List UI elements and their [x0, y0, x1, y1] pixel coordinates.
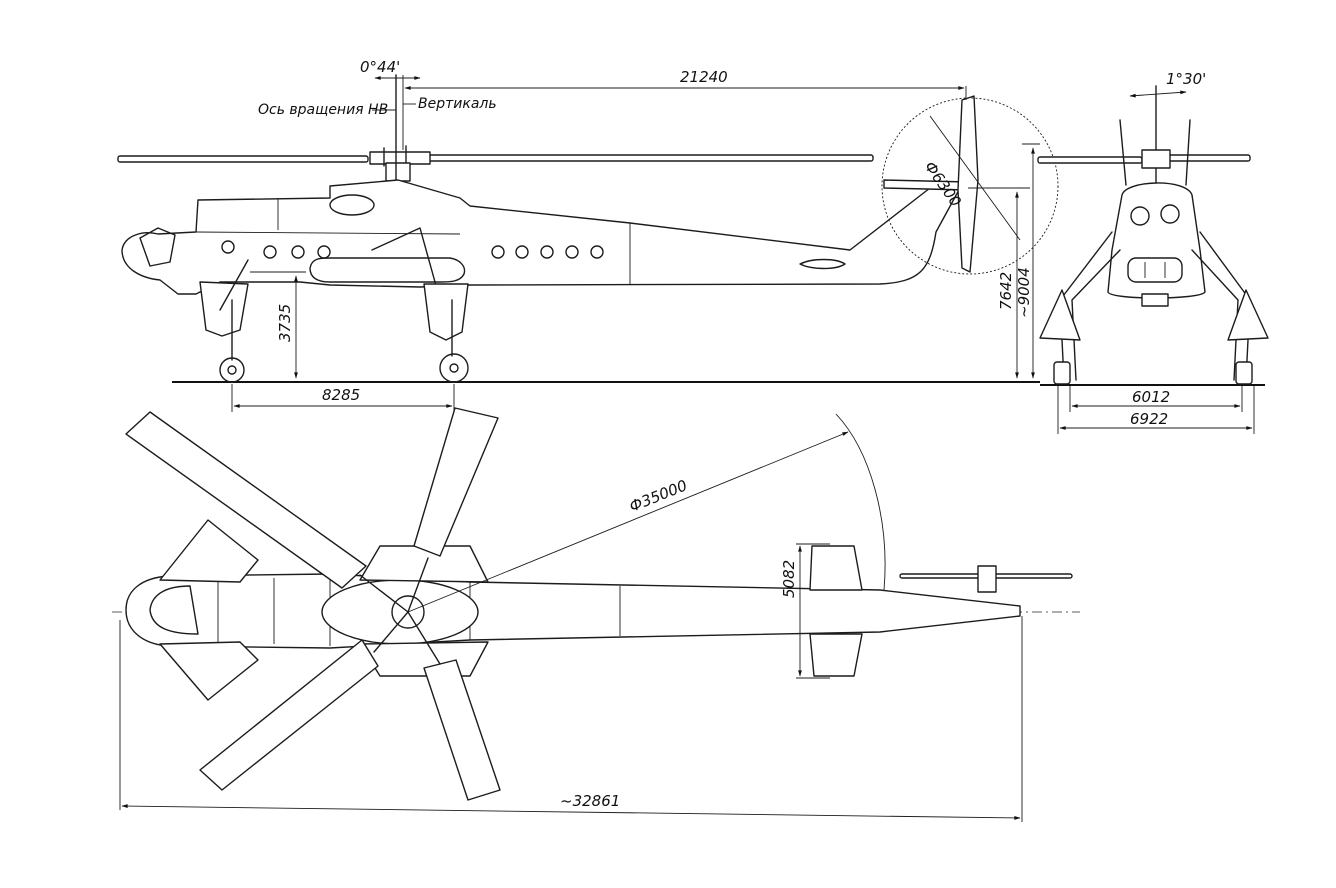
gear-height-text: 3735 [276, 304, 294, 342]
dim-rotor-to-tail: 21240 [404, 68, 967, 100]
wheelbase-text: 8285 [322, 386, 360, 404]
dim-heights: 7642 ~9004 [968, 143, 1040, 379]
overall-length-text: ~32861 [560, 792, 620, 810]
dim-wheelbase: 8285 [231, 384, 455, 412]
side-main-rotor [117, 145, 874, 182]
dim-rotor-tilt-side: 0°44' [360, 58, 421, 80]
track-inner-text: 6012 [1132, 388, 1170, 406]
rotor-tilt-side-text: 0°44' [360, 58, 400, 76]
rotor-to-tail-text: 21240 [680, 68, 728, 86]
side-landing-gear [199, 227, 469, 383]
side-fuselage [121, 179, 961, 295]
track-outer-text: 6922 [1130, 410, 1168, 428]
stabilizer-span-text: 5082 [780, 560, 798, 598]
hub-height-text: 7642 [997, 272, 1015, 310]
side-view: 0°44' Ось вращения НВ Вертикаль 21240 Ф6… [117, 58, 1059, 412]
dim-gear-height: 3735 [250, 271, 306, 379]
rotor-tilt-front-text: 1°30' [1166, 70, 1206, 88]
vertical-label: Вертикаль [418, 96, 497, 112]
rotor-axis-label: Ось вращения НВ [258, 102, 388, 118]
axis-labels: Ось вращения НВ Вертикаль [258, 96, 497, 118]
overall-height-text: ~9004 [1015, 267, 1033, 318]
front-view: 1°30' 6012 6922 [1037, 70, 1269, 434]
top-main-rotor-blades [125, 407, 501, 801]
top-view: Ф35000 5082 ~32861 [112, 407, 1080, 822]
side-tail-rotor [881, 95, 1059, 275]
